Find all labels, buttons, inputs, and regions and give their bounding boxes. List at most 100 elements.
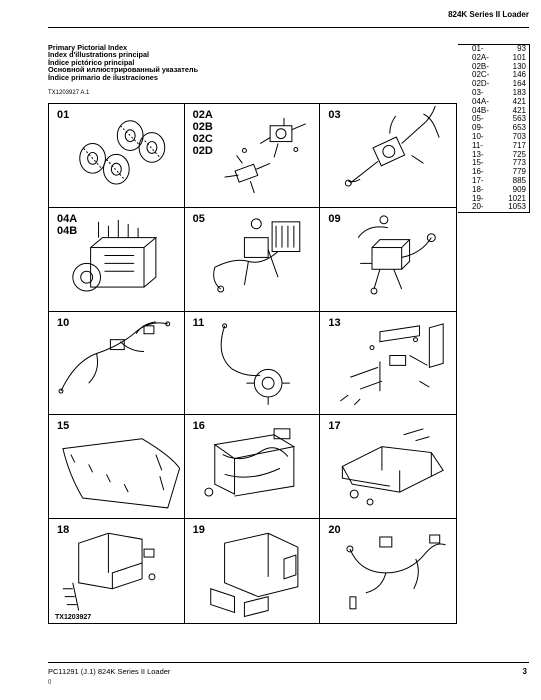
- section-cell-18[interactable]: 18: [49, 519, 185, 623]
- section-cell-04[interactable]: 04A 04B: [49, 207, 185, 312]
- pictorial-grid: 01 02A 02B 02C 02D 03: [48, 103, 457, 624]
- index-section: 17-: [472, 175, 484, 185]
- title-pt: Índice pictórico principal: [48, 57, 135, 67]
- section-cell-15[interactable]: 15: [49, 415, 185, 520]
- index-row[interactable]: 05-563: [458, 115, 529, 124]
- index-row[interactable]: 20- 1053: [458, 203, 529, 212]
- cab-illustration: [62, 532, 156, 611]
- index-page: 773: [512, 158, 526, 168]
- index-page: 93: [517, 44, 526, 53]
- index-section: 02B-: [472, 61, 489, 71]
- index-section: 19-: [472, 193, 484, 203]
- index-section: 18-: [472, 184, 484, 194]
- index-row[interactable]: 17- 885: [458, 175, 529, 186]
- section-cell-19[interactable]: 19: [185, 519, 321, 623]
- section-cell-11[interactable]: 11: [184, 311, 321, 416]
- wiring-illustration: [58, 320, 171, 394]
- page-number: 3: [522, 667, 527, 676]
- tires-illustration: [79, 120, 166, 185]
- index-row[interactable]: 10-703: [458, 131, 529, 142]
- index-page: 909: [512, 184, 526, 194]
- section-cell-20[interactable]: 20: [320, 519, 456, 623]
- section-label: 09: [328, 212, 341, 225]
- index-row[interactable]: 03-183: [458, 88, 529, 98]
- electrical-illustration: [346, 534, 447, 610]
- index-section: 10-: [472, 131, 484, 141]
- title-en: Primary Pictorial Index: [48, 43, 128, 52]
- index-page: 146: [512, 70, 526, 80]
- section-cell-02[interactable]: 02A 02B 02C 02D: [184, 104, 321, 208]
- section-cell-10[interactable]: 10: [49, 311, 185, 416]
- section-cell-09[interactable]: 09: [320, 208, 456, 312]
- index-section: 15-: [472, 158, 484, 168]
- section-cell-05[interactable]: 05: [184, 207, 321, 312]
- section-label: 17: [328, 420, 341, 433]
- index-row[interactable]: 02C- 146: [458, 71, 529, 80]
- frame-parts-illustration: [340, 322, 445, 405]
- section-cell-17[interactable]: 17: [320, 415, 456, 520]
- index-section: 09-: [472, 123, 484, 133]
- index-section: 13-: [472, 149, 484, 159]
- index-section: 11-: [472, 140, 483, 150]
- index-row[interactable]: 04A-421: [458, 96, 529, 107]
- section-label: 11: [192, 316, 205, 329]
- index-section: 02C-: [472, 70, 490, 80]
- frame-wiring-illustration: [204, 428, 295, 497]
- index-section: 04B-: [472, 105, 489, 115]
- index-row[interactable]: 13- 725: [458, 149, 529, 160]
- panel-illustration: [62, 438, 181, 509]
- index-row[interactable]: 02B- 130: [458, 61, 529, 72]
- header-rule: [48, 27, 529, 28]
- index-row[interactable]: 09- 653: [458, 123, 529, 133]
- index-page: 1053: [508, 202, 526, 212]
- index-row[interactable]: 04B-421: [458, 105, 529, 116]
- body-panels-illustration: [209, 532, 299, 618]
- index-page: 717: [512, 140, 526, 150]
- index-row[interactable]: 16- 779: [458, 167, 529, 177]
- index-row[interactable]: 02A- 101: [458, 52, 529, 63]
- footer-note: (): [48, 679, 52, 685]
- hydraulic-illustration: [358, 215, 437, 295]
- title-es: Índice primario de ilustraciones: [48, 72, 158, 82]
- section-label: 02A 02B 02C 02D: [192, 109, 213, 157]
- title-ru: Основной иллюстрированный указатель: [48, 65, 199, 75]
- section-cell-16[interactable]: 16: [184, 415, 321, 520]
- index-page: 885: [512, 175, 526, 185]
- index-section: 02A-: [472, 52, 489, 62]
- footer-publication: PC11291 (J.1) 824K Series II Loader: [48, 667, 171, 676]
- section-label: 16: [192, 420, 205, 433]
- index-page: 779: [512, 167, 526, 177]
- section-label: 01: [57, 109, 70, 121]
- transmission-illustration: [345, 105, 441, 187]
- index-page: 130: [512, 61, 526, 71]
- section-label: 15: [57, 420, 70, 433]
- rear-frame-illustration: [342, 428, 445, 506]
- section-cell-13[interactable]: 13: [320, 312, 456, 416]
- index-page: 101: [512, 52, 526, 62]
- section-label: 10: [57, 316, 70, 329]
- index-row[interactable]: 01-93: [458, 44, 529, 54]
- section-label: 03: [328, 109, 341, 121]
- section-label: 18: [57, 524, 70, 537]
- index-row[interactable]: 02D-164: [458, 79, 529, 89]
- engine-illustration: [72, 219, 158, 292]
- index-row[interactable]: 15- 773: [458, 159, 529, 168]
- index-section: 05-: [472, 114, 484, 124]
- figure-id: TX1203927 A.1: [48, 90, 90, 96]
- index-page: 725: [512, 149, 526, 159]
- section-cell-03[interactable]: 03: [320, 104, 456, 208]
- index-row[interactable]: 18- 909: [458, 184, 529, 195]
- index-section: 20-: [472, 202, 484, 212]
- title-block: Primary Pictorial Index Index d'illustra…: [48, 44, 198, 81]
- footer-rule: [48, 662, 529, 663]
- index-page: 421: [512, 96, 526, 106]
- index-row[interactable]: 19-1021: [458, 193, 529, 204]
- section-label: 05: [192, 212, 205, 225]
- index-section: 16-: [472, 167, 484, 177]
- index-row[interactable]: 11- 717: [458, 140, 529, 151]
- section-label: 20: [328, 524, 341, 537]
- index-page: 653: [512, 123, 526, 133]
- section-label: 19: [192, 524, 205, 537]
- section-cell-01[interactable]: 01: [49, 104, 185, 208]
